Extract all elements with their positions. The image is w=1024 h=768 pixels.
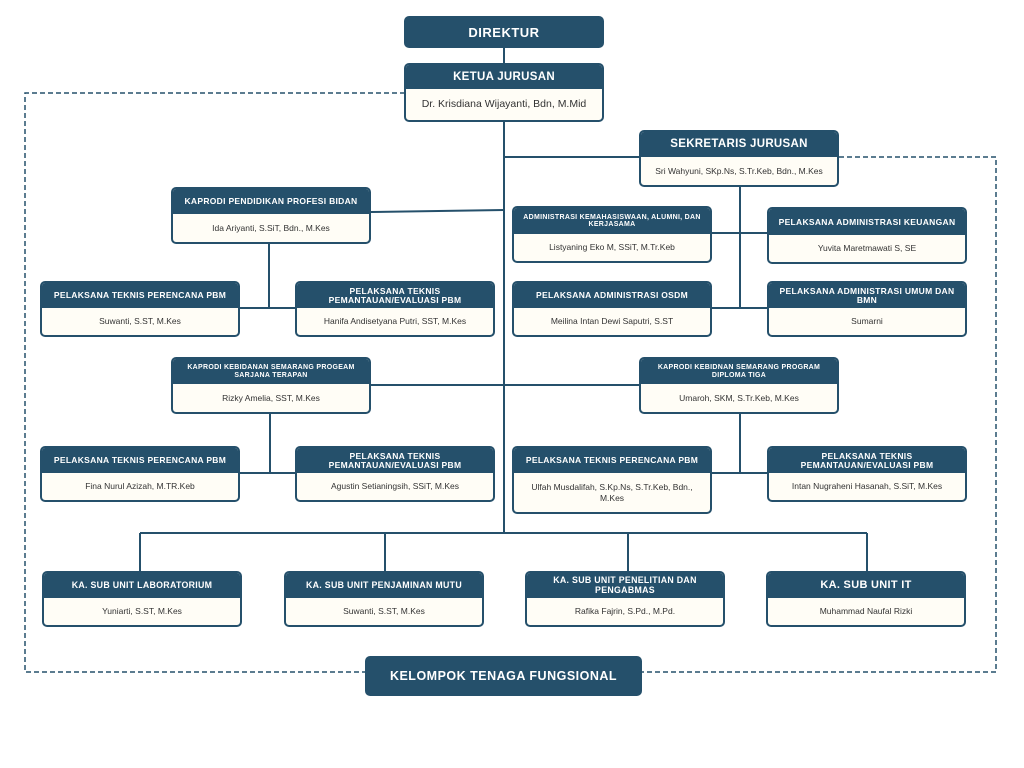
pt-perencana-1-name: Suwanti, S.ST, M.Kes <box>99 316 181 327</box>
ketua-jurusan-name: Dr. Krisdiana Wijayanti, Bdn, M.Mid <box>421 97 587 110</box>
kaprodi-profesi-title: KAPRODI PENDIDIKAN PROFESI BIDAN <box>173 189 369 214</box>
sub-unit-laboratorium-card: KA. SUB UNIT LABORATORIUM Yuniarti, S.ST… <box>42 571 242 627</box>
sub-unit-laboratorium-title: KA. SUB UNIT LABORATORIUM <box>44 573 240 598</box>
pt-perencana-2-name: Fina Nurul Azizah, M.TR.Keb <box>85 481 195 492</box>
kelompok-tenaga-fungsional-box: KELOMPOK TENAGA FUNGSIONAL <box>365 656 642 696</box>
adm-kemahasiswaan-title: ADMINISTRASI KEMAHASISWAAN, ALUMNI, DAN … <box>514 208 710 234</box>
sub-unit-penjaminan-title: KA. SUB UNIT PENJAMINAN MUTU <box>286 573 482 598</box>
sub-unit-laboratorium-name: Yuniarti, S.ST, M.Kes <box>102 606 182 617</box>
kaprodi-profesi-card: KAPRODI PENDIDIKAN PROFESI BIDAN Ida Ari… <box>171 187 371 244</box>
pt-evaluasi-1-card: PELAKSANA TEKNIS PEMANTAUAN/EVALUASI PBM… <box>295 281 495 337</box>
sub-unit-it-card: KA. SUB UNIT IT Muhammad Naufal Rizki <box>766 571 966 627</box>
adm-umum-name: Sumarni <box>851 316 883 327</box>
adm-kemahasiswaan-card: ADMINISTRASI KEMAHASISWAAN, ALUMNI, DAN … <box>512 206 712 263</box>
pt-evaluasi-3-title: PELAKSANA TEKNIS PEMANTAUAN/EVALUASI PBM <box>769 448 965 473</box>
sub-unit-it-name: Muhammad Naufal Rizki <box>819 606 913 617</box>
adm-kemahasiswaan-name: Listyaning Eko M, SSiT, M.Tr.Keb <box>549 242 675 253</box>
kaprodi-sarjana-name: Rizky Amelia, SST, M.Kes <box>222 392 320 403</box>
pt-evaluasi-3-card: PELAKSANA TEKNIS PEMANTAUAN/EVALUASI PBM… <box>767 446 967 502</box>
adm-osdm-title: PELAKSANA ADMINISTRASI OSDM <box>514 283 710 308</box>
sekretaris-jurusan-card: SEKRETARIS JURUSAN Sri Wahyuni, SKp.Ns, … <box>639 130 839 187</box>
adm-keuangan-name: Yuvita Maretmawati S, SE <box>817 243 917 254</box>
pt-evaluasi-1-name: Hanifa Andisetyana Putri, SST, M.Kes <box>323 316 467 327</box>
adm-osdm-card: PELAKSANA ADMINISTRASI OSDM Meilina Inta… <box>512 281 712 337</box>
sekretaris-jurusan-title: SEKRETARIS JURUSAN <box>641 132 837 157</box>
kaprodi-diploma-card: KAPRODI KEBIDNAN SEMARANG PROGRAM DIPLOM… <box>639 357 839 414</box>
pt-evaluasi-3-name: Intan Nugraheni Hasanah, S.SiT, M.Kes <box>791 481 943 492</box>
sub-unit-penjaminan-name: Suwanti, S.ST, M.Kes <box>343 606 425 617</box>
kaprodi-profesi-name: Ida Ariyanti, S.SiT, Bdn., M.Kes <box>212 222 330 233</box>
sekretaris-jurusan-name: Sri Wahyuni, SKp.Ns, S.Tr.Keb, Bdn., M.K… <box>655 165 823 176</box>
adm-umum-title: PELAKSANA ADMINISTRASI UMUM DAN BMN <box>769 283 965 308</box>
sub-unit-penjaminan-card: KA. SUB UNIT PENJAMINAN MUTU Suwanti, S.… <box>284 571 484 627</box>
pt-evaluasi-1-title: PELAKSANA TEKNIS PEMANTAUAN/EVALUASI PBM <box>297 283 493 308</box>
adm-keuangan-card: PELAKSANA ADMINISTRASI KEUANGAN Yuvita M… <box>767 207 967 264</box>
ketua-jurusan-title: KETUA JURUSAN <box>406 65 602 89</box>
pt-perencana-3-title: PELAKSANA TEKNIS PERENCANA PBM <box>514 448 710 473</box>
pt-perencana-3-card: PELAKSANA TEKNIS PERENCANA PBM Ulfah Mus… <box>512 446 712 514</box>
kaprodi-sarjana-title: KAPRODI KEBIDANAN SEMARANG PROGEAM SARJA… <box>173 359 369 384</box>
ketua-jurusan-card: KETUA JURUSAN Dr. Krisdiana Wijayanti, B… <box>404 63 604 122</box>
pt-perencana-1-title: PELAKSANA TEKNIS PERENCANA PBM <box>42 283 238 308</box>
pt-perencana-2-card: PELAKSANA TEKNIS PERENCANA PBM Fina Nuru… <box>40 446 240 502</box>
direktur-box: DIREKTUR <box>404 16 604 48</box>
pt-perencana-3-name: Ulfah Musdalifah, S.Kp.Ns, S.Tr.Keb, Bdn… <box>531 481 693 503</box>
adm-osdm-name: Meilina Intan Dewi Saputri, S.ST <box>550 316 674 327</box>
sub-unit-penelitian-name: Rafika Fajrin, S.Pd., M.Pd. <box>574 606 676 617</box>
sub-unit-penelitian-title: KA. SUB UNIT PENELITIAN DAN PENGABMAS <box>527 573 723 598</box>
adm-umum-card: PELAKSANA ADMINISTRASI UMUM DAN BMN Suma… <box>767 281 967 337</box>
pt-evaluasi-2-card: PELAKSANA TEKNIS PEMANTAUAN/EVALUASI PBM… <box>295 446 495 502</box>
kelompok-tenaga-fungsional-title: KELOMPOK TENAGA FUNGSIONAL <box>389 669 618 683</box>
adm-keuangan-title: PELAKSANA ADMINISTRASI KEUANGAN <box>769 209 965 235</box>
kaprodi-diploma-name: Umaroh, SKM, S.Tr.Keb, M.Kes <box>679 392 799 403</box>
pt-perencana-2-title: PELAKSANA TEKNIS PERENCANA PBM <box>42 448 238 473</box>
kaprodi-sarjana-card: KAPRODI KEBIDANAN SEMARANG PROGEAM SARJA… <box>171 357 371 414</box>
kaprodi-diploma-title: KAPRODI KEBIDNAN SEMARANG PROGRAM DIPLOM… <box>641 359 837 384</box>
pt-evaluasi-2-title: PELAKSANA TEKNIS PEMANTAUAN/EVALUASI PBM <box>297 448 493 473</box>
direktur-title: DIREKTUR <box>468 24 540 40</box>
pt-evaluasi-2-name: Agustin Setianingsih, SSiT, M.Kes <box>330 481 460 492</box>
sub-unit-penelitian-card: KA. SUB UNIT PENELITIAN DAN PENGABMAS Ra… <box>525 571 725 627</box>
sub-unit-it-title: KA. SUB UNIT IT <box>768 573 964 598</box>
pt-perencana-1-card: PELAKSANA TEKNIS PERENCANA PBM Suwanti, … <box>40 281 240 337</box>
